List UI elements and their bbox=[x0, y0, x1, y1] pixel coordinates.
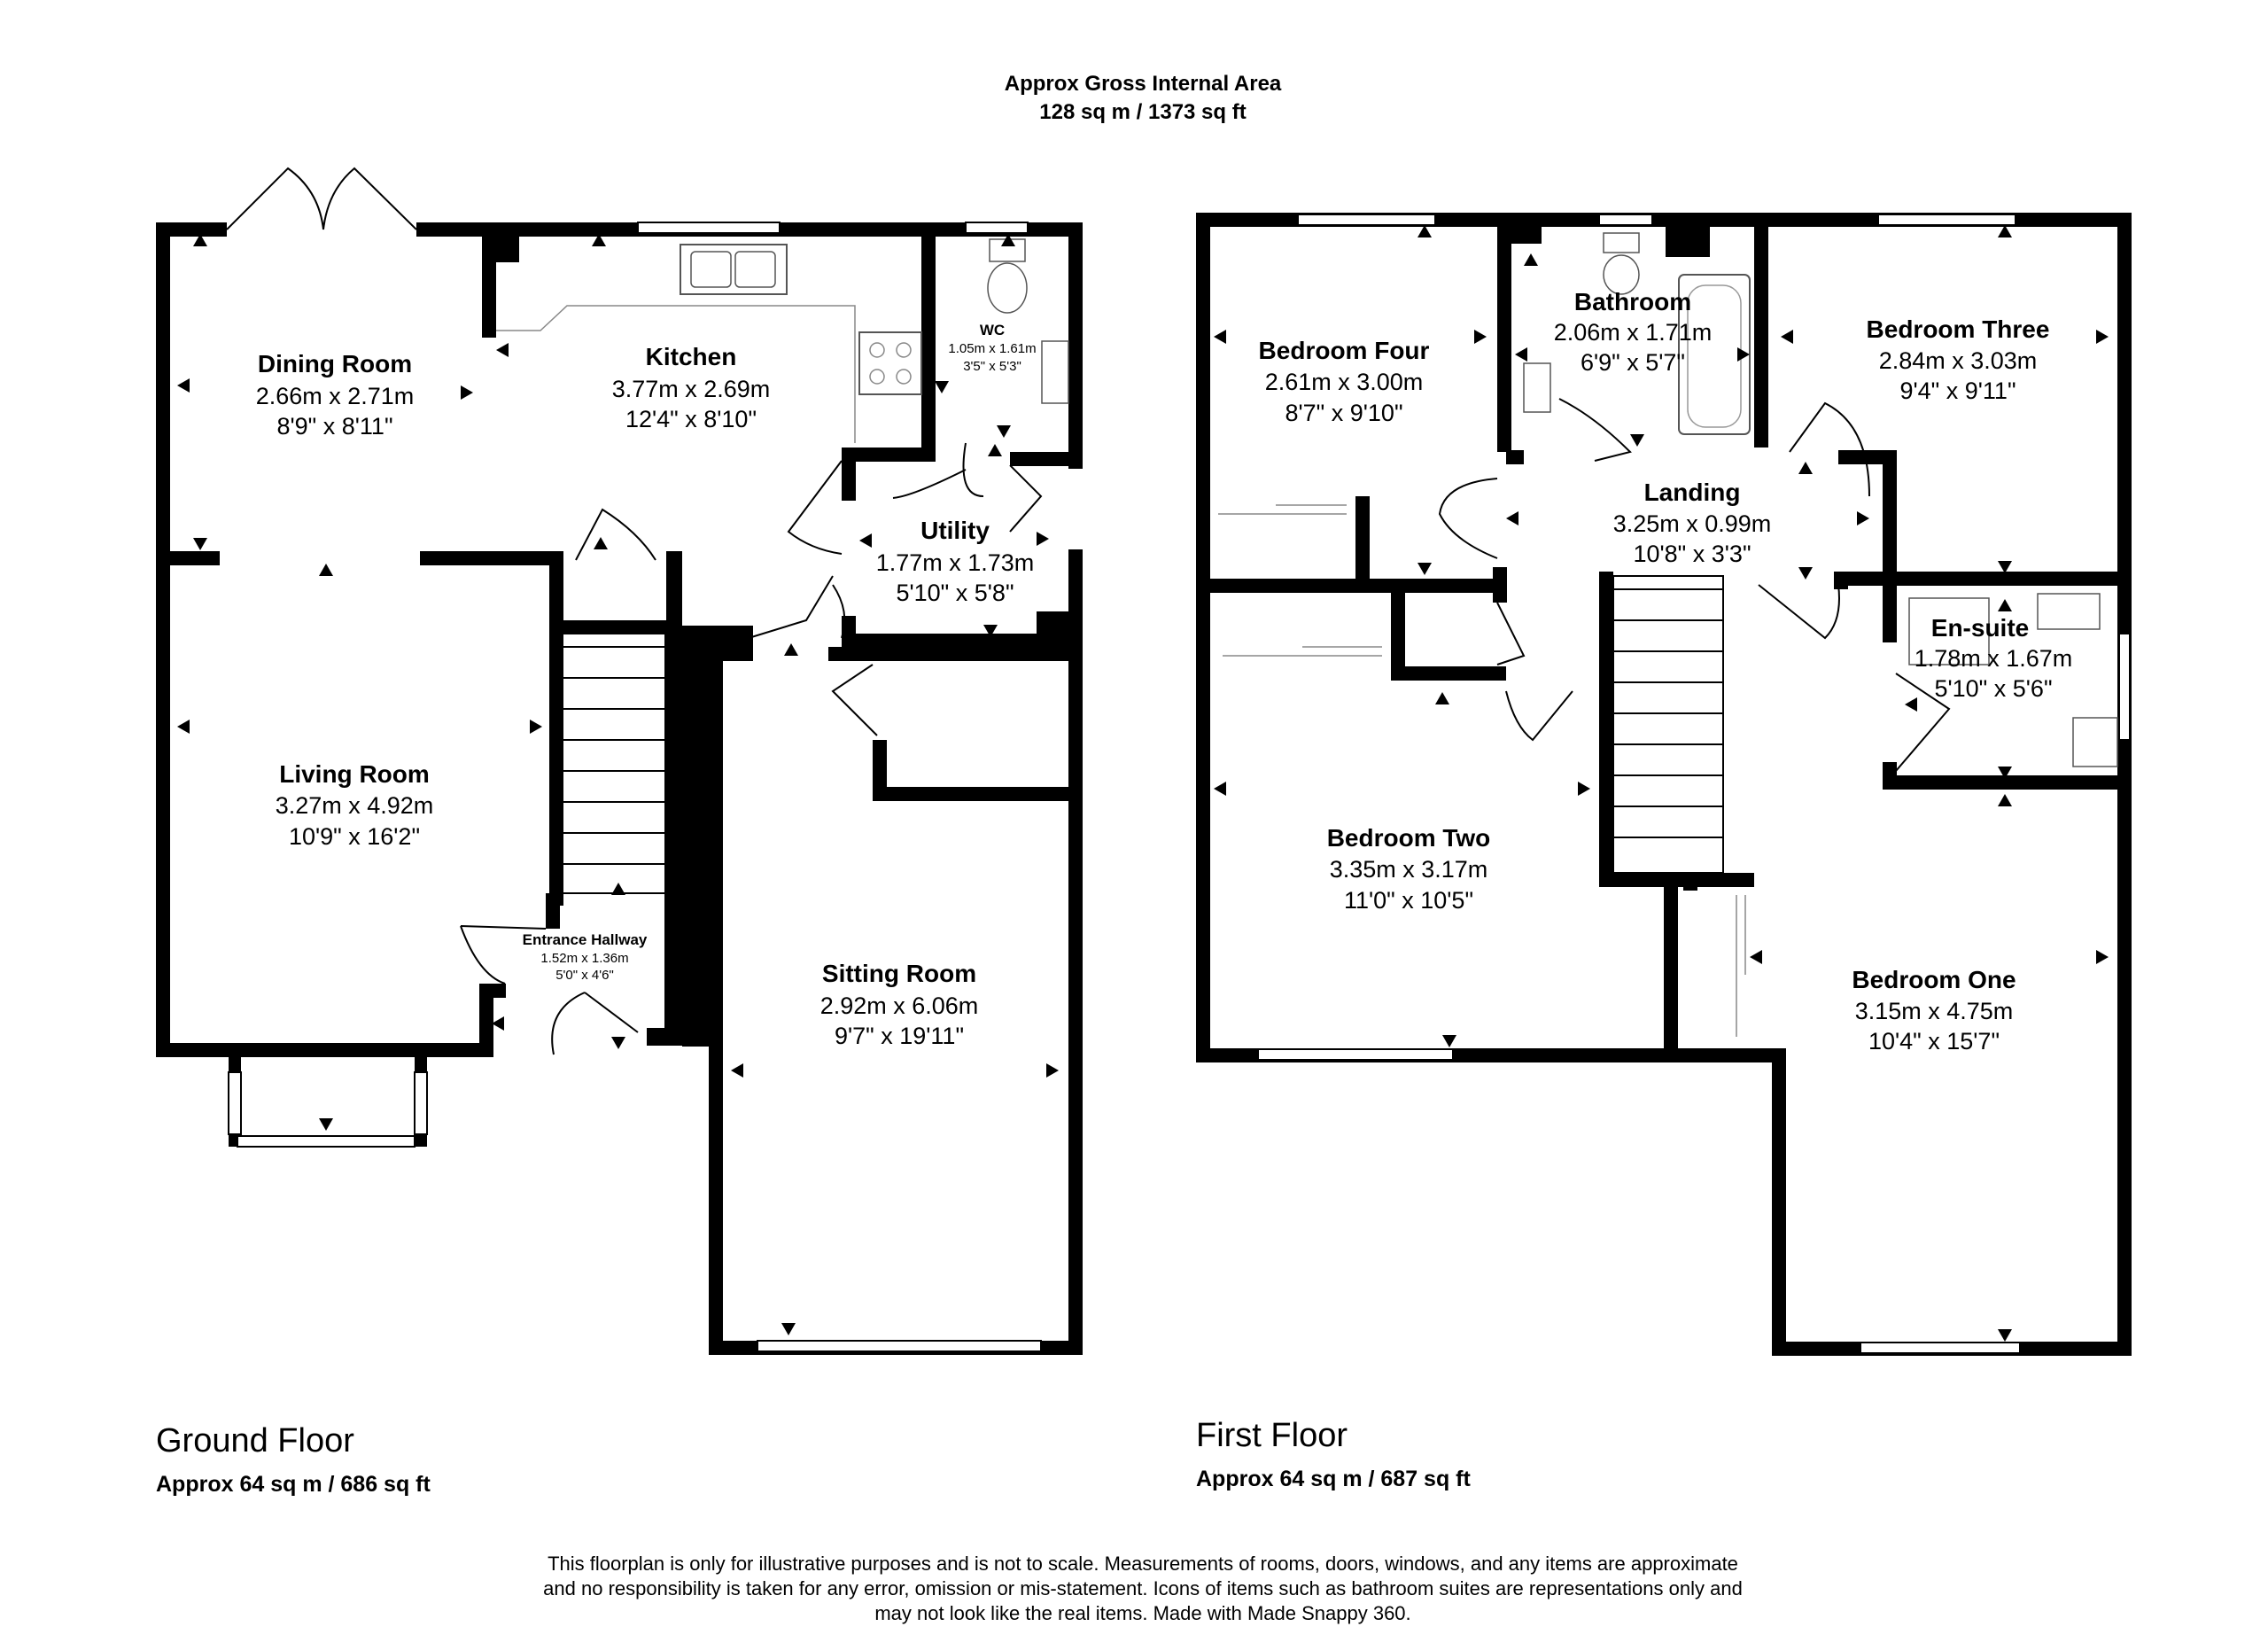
bedroom-two-imperial: 11'0" x 10'5" bbox=[1344, 887, 1473, 914]
bedroom-two-name: Bedroom Two bbox=[1327, 824, 1491, 852]
bedroom-three-metric: 2.84m x 3.03m bbox=[1879, 347, 2038, 374]
first-floor-title: First Floor bbox=[1196, 1417, 1348, 1454]
dining-room-metric: 2.66m x 2.71m bbox=[256, 383, 415, 409]
bedroom-two-metric: 3.35m x 3.17m bbox=[1330, 856, 1488, 883]
bedroom-four-metric: 2.61m x 3.00m bbox=[1265, 369, 1424, 395]
landing-metric: 3.25m x 0.99m bbox=[1613, 510, 1772, 537]
header-total-area: 128 sq m / 1373 sq ft bbox=[1039, 100, 1246, 124]
sitting-room-metric: 2.92m x 6.06m bbox=[820, 992, 979, 1019]
ground-floor-title: Ground Floor bbox=[156, 1422, 354, 1459]
en-suite-name: En-suite bbox=[1931, 614, 2029, 642]
living-room-name: Living Room bbox=[279, 760, 430, 788]
ground-floor-area: Approx 64 sq m / 686 sq ft bbox=[156, 1472, 431, 1497]
dining-room-name: Dining Room bbox=[258, 350, 412, 377]
bedroom-four-name: Bedroom Four bbox=[1259, 337, 1430, 364]
bedroom-one-name: Bedroom One bbox=[1852, 966, 2016, 993]
kitchen-name: Kitchen bbox=[646, 343, 737, 370]
bathroom-imperial: 6'9" x 5'7" bbox=[1581, 349, 1685, 376]
wc-imperial: 3'5" x 5'3" bbox=[963, 359, 1021, 374]
landing-imperial: 10'8" x 3'3" bbox=[1633, 541, 1751, 567]
disclaimer-line-2: and no responsibility is taken for any e… bbox=[543, 1577, 1743, 1599]
sitting-room-imperial: 9'7" x 19'11" bbox=[835, 1023, 964, 1049]
disclaimer-line-1: This floorplan is only for illustrative … bbox=[548, 1553, 1738, 1575]
en-suite-metric: 1.78m x 1.67m bbox=[1915, 645, 2073, 672]
sitting-room-name: Sitting Room bbox=[822, 960, 976, 987]
bedroom-one-metric: 3.15m x 4.75m bbox=[1855, 998, 2014, 1024]
utility-imperial: 5'10" x 5'8" bbox=[896, 580, 1014, 606]
bathroom-name: Bathroom bbox=[1574, 288, 1691, 315]
bathroom-metric: 2.06m x 1.71m bbox=[1554, 319, 1713, 346]
ground-floor-plan: Dining Room 2.66m x 2.71m 8'9" x 8'11" K… bbox=[156, 167, 1083, 1355]
disclaimer-line-3: may not look like the real items. Made w… bbox=[874, 1602, 1410, 1624]
bedroom-three-name: Bedroom Three bbox=[1867, 315, 2050, 343]
wc-name: WC bbox=[980, 322, 1005, 339]
entrance-hallway-name: Entrance Hallway bbox=[523, 931, 648, 948]
living-room-imperial: 10'9" x 16'2" bbox=[289, 823, 420, 850]
first-floor-area: Approx 64 sq m / 687 sq ft bbox=[1196, 1467, 1471, 1491]
kitchen-imperial: 12'4" x 8'10" bbox=[625, 406, 757, 432]
first-floor-plan: Bedroom Four 2.61m x 3.00m 8'7" x 9'10" … bbox=[1196, 213, 2132, 1356]
kitchen-metric: 3.77m x 2.69m bbox=[612, 376, 771, 402]
landing-name: Landing bbox=[1644, 479, 1741, 506]
bedroom-one-imperial: 10'4" x 15'7" bbox=[1868, 1028, 2000, 1055]
en-suite-imperial: 5'10" x 5'6" bbox=[1934, 675, 2052, 702]
header-title: Approx Gross Internal Area bbox=[1005, 72, 1282, 96]
utility-name: Utility bbox=[920, 517, 990, 544]
bedroom-four-imperial: 8'7" x 9'10" bbox=[1285, 400, 1402, 426]
entrance-hallway-metric: 1.52m x 1.36m bbox=[540, 951, 628, 966]
dining-room-imperial: 8'9" x 8'11" bbox=[276, 413, 392, 440]
wc-metric: 1.05m x 1.61m bbox=[948, 341, 1036, 356]
entrance-hallway-imperial: 5'0" x 4'6" bbox=[555, 968, 614, 983]
living-room-metric: 3.27m x 4.92m bbox=[276, 792, 434, 819]
bedroom-three-imperial: 9'4" x 9'11" bbox=[1899, 377, 2016, 404]
utility-metric: 1.77m x 1.73m bbox=[876, 549, 1035, 576]
